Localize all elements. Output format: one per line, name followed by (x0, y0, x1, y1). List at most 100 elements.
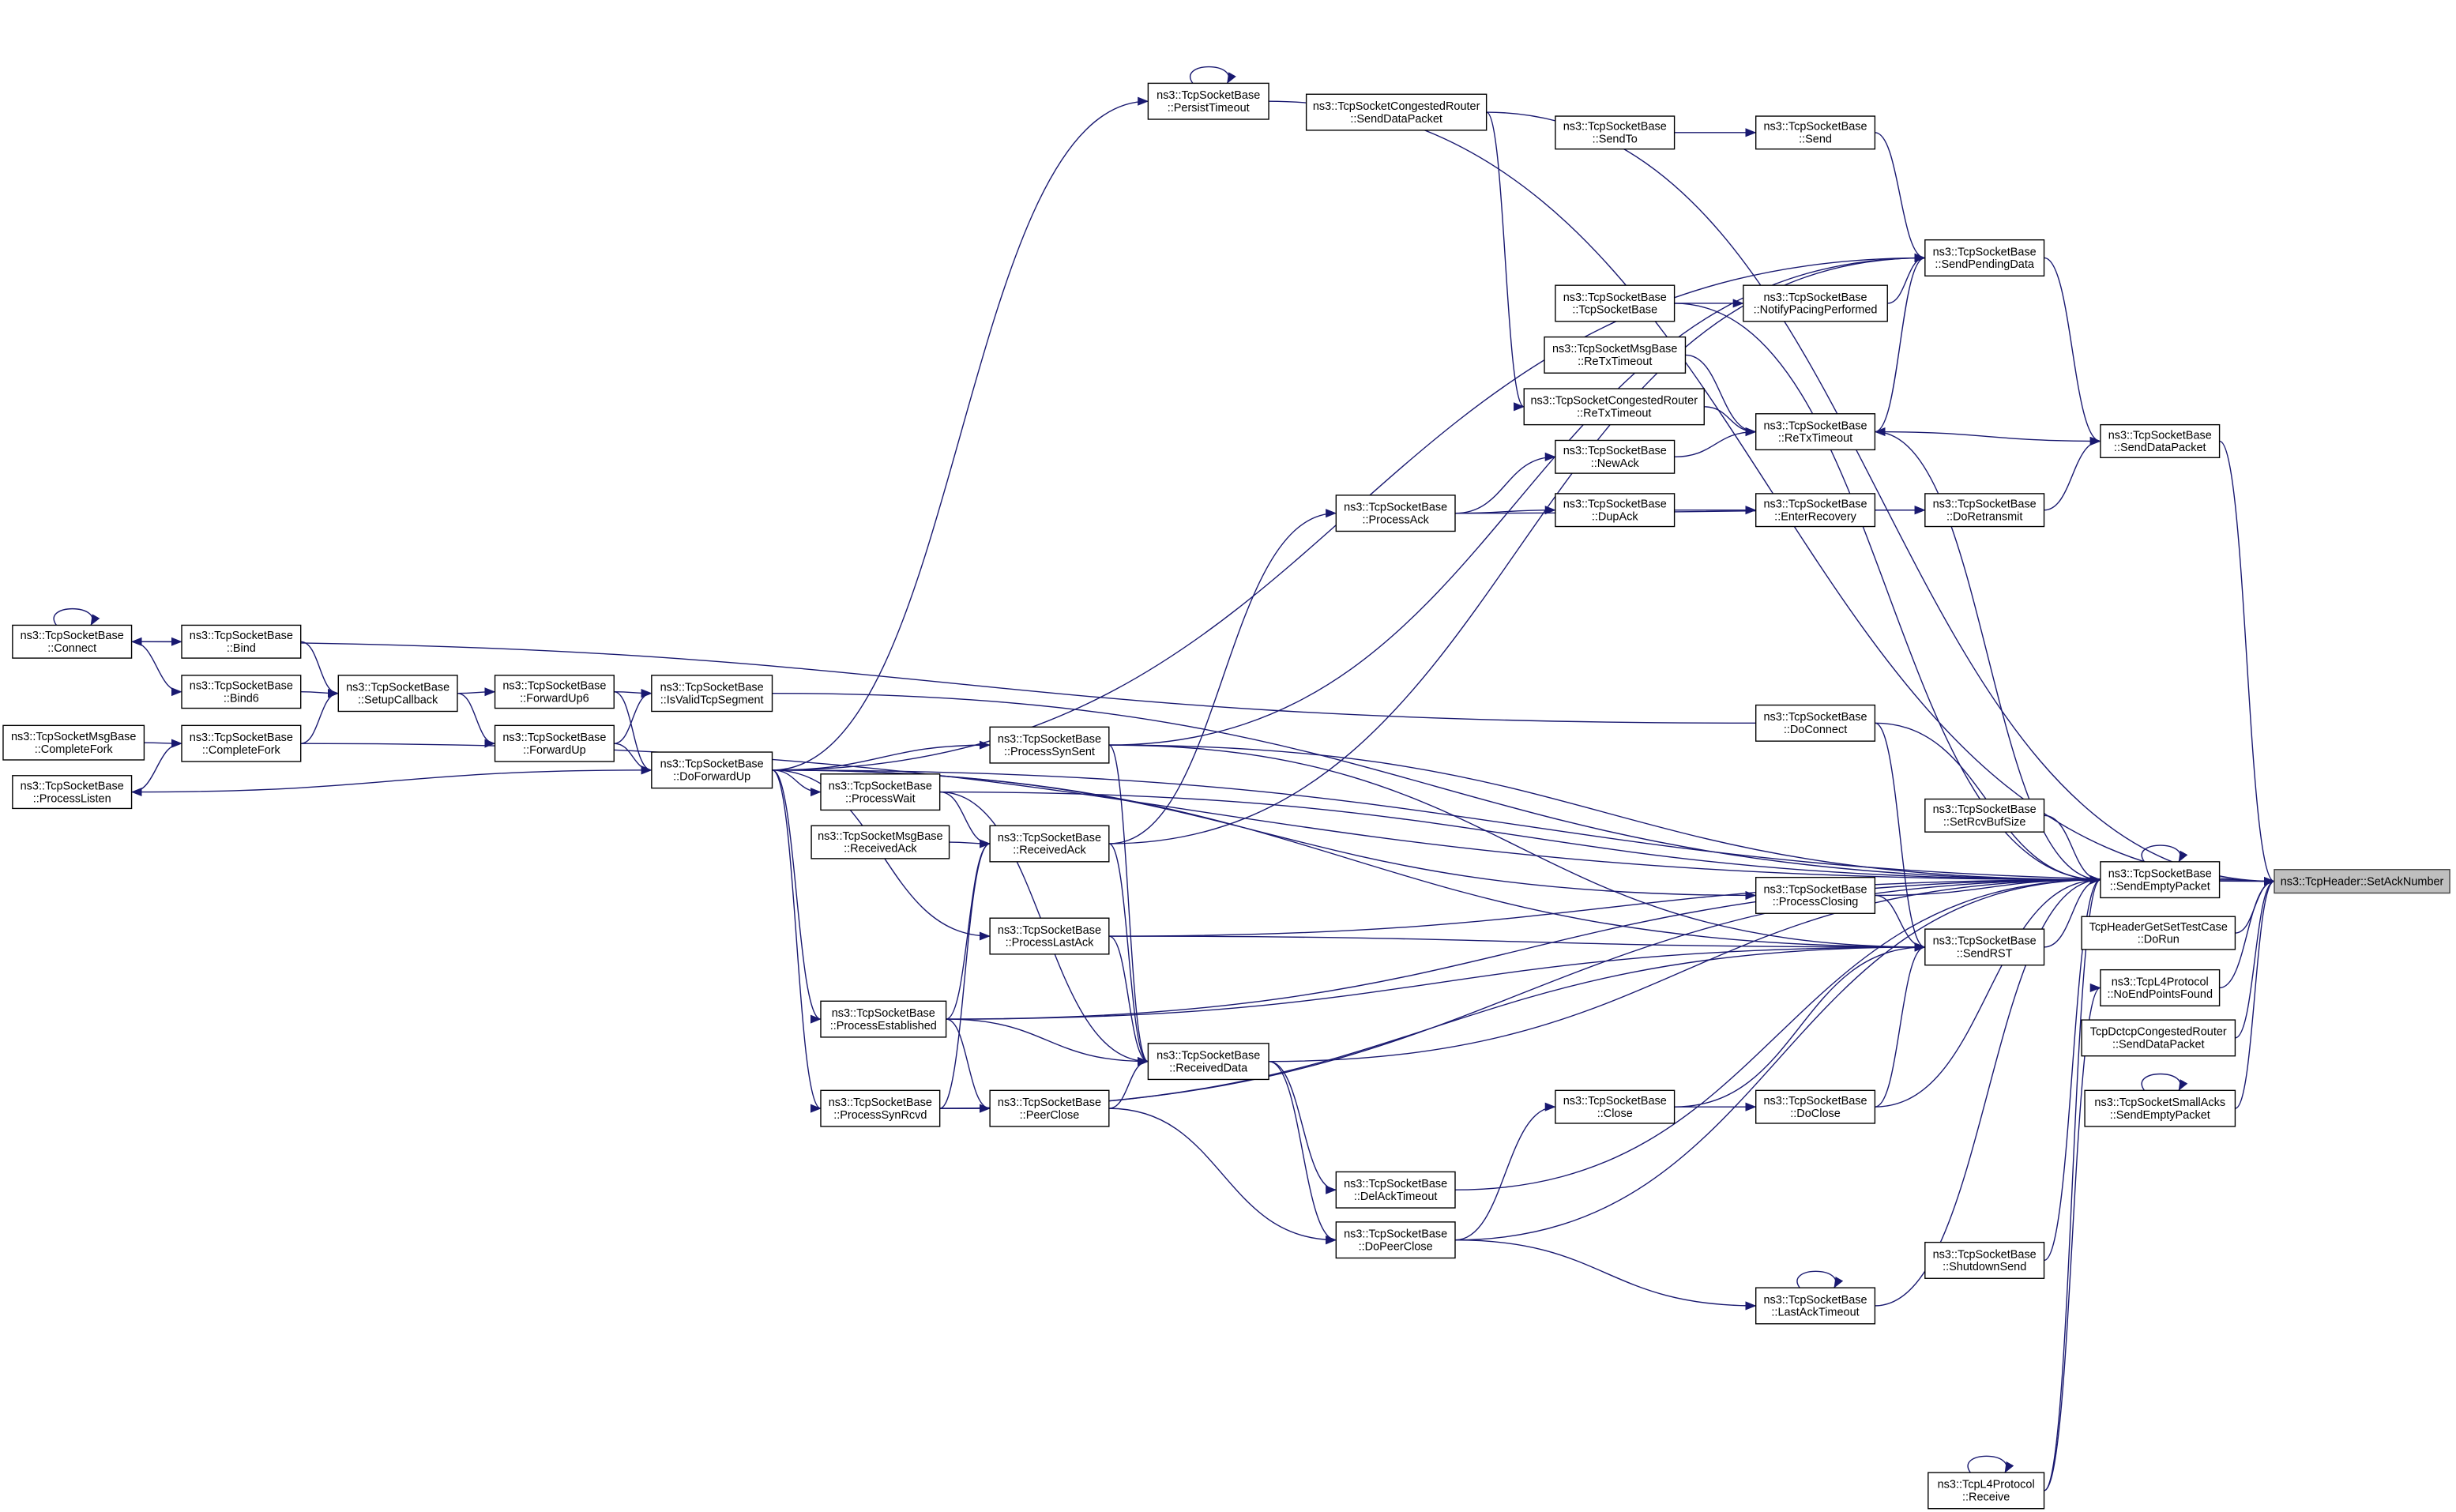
node-label: ::ProcessClosing (1773, 896, 1859, 908)
node-fork[interactable]: ns3::TcpSocketBase::CompleteFork (181, 724, 302, 762)
node-lastack[interactable]: ns3::TcpSocketBase::ProcessLastAck (989, 917, 1110, 955)
node-label: ns3::TcpSocketBase (1933, 1248, 2037, 1261)
node-sendto[interactable]: ns3::TcpSocketBase::SendTo (1555, 115, 1676, 150)
node-dopeerclose[interactable]: ns3::TcpSocketBase::DoPeerClose (1335, 1221, 1456, 1259)
edge-delack-to-sendempty (1455, 875, 2101, 1190)
node-label: ns3::TcpSocketBase (1563, 1095, 1667, 1108)
node-box (1335, 1221, 1456, 1259)
node-close[interactable]: ns3::TcpSocketBase::Close (1555, 1089, 1676, 1124)
node-box (651, 751, 773, 789)
node-label: ::ShutdownSend (1943, 1261, 2026, 1273)
node-recvdata[interactable]: ns3::TcpSocketBase::ReceivedData (1147, 1043, 1269, 1081)
node-label: ::SendDataPacket (1350, 113, 1442, 126)
edge-synsent-to-sendrst (1108, 744, 1926, 952)
node-dctcp[interactable]: TcpDctcpCongestedRouter::SendDataPacket (2081, 1019, 2236, 1057)
node-crsenddata[interactable]: ns3::TcpSocketCongestedRouter::SendDataP… (1305, 93, 1488, 131)
node-smallacks[interactable]: ns3::TcpSocketSmallAcks::SendEmptyPacket (2084, 1089, 2236, 1127)
node-persist[interactable]: ns3::TcpSocketBase::PersistTimeout (1147, 82, 1269, 120)
edge-setupcb-to-fwdup (457, 692, 496, 748)
node-label: ns3::TcpSocketBase (1763, 291, 1867, 304)
node-msgfork[interactable]: ns3::TcpSocketMsgBase::CompleteFork (2, 724, 145, 761)
node-setack[interactable]: ns3::TcpHeader::SetAckNumber (2274, 869, 2450, 894)
node-wait[interactable]: ns3::TcpSocketBase::ProcessWait (820, 773, 941, 811)
edge-fork-to-sendempty (300, 743, 2101, 885)
node-label: ns3::TcpSocketBase (190, 680, 293, 693)
node-box (1755, 1287, 1876, 1325)
node-fwdup[interactable]: ns3::TcpSocketBase::ForwardUp (494, 724, 615, 762)
node-msgrecvack[interactable]: ns3::TcpSocketMsgBase::ReceivedAck (811, 825, 950, 859)
node-box (1924, 1241, 2045, 1279)
node-dupack[interactable]: ns3::TcpSocketBase::DupAck (1555, 493, 1676, 528)
node-peerclose[interactable]: ns3::TcpSocketBase::PeerClose (989, 1089, 1110, 1127)
node-listen[interactable]: ns3::TcpSocketBase::ProcessListen (12, 775, 133, 810)
node-label: ::LastAckTimeout (1771, 1307, 1859, 1319)
node-doclose[interactable]: ns3::TcpSocketBase::DoClose (1755, 1089, 1876, 1124)
node-box (181, 624, 302, 659)
node-dorun[interactable]: TcpHeaderGetSetTestCase::DoRun (2081, 916, 2236, 950)
node-label: ::Receive (1962, 1491, 2010, 1504)
node-msgretx[interactable]: ns3::TcpSocketMsgBase::ReTxTimeout (1544, 336, 1687, 374)
node-label: ns3::TcpSocketBase (660, 682, 764, 694)
edge-senddata-to-retx (1874, 427, 2101, 442)
node-box (181, 724, 302, 762)
node-enterrec[interactable]: ns3::TcpSocketBase::EnterRecovery (1755, 493, 1876, 528)
node-label: ::ProcessSynRcvd (833, 1109, 927, 1122)
node-pacing[interactable]: ns3::TcpSocketBase::NotifyPacingPerforme… (1743, 284, 1888, 322)
node-label: ::SendRST (1957, 948, 2013, 961)
node-box (2100, 969, 2221, 1006)
node-ctor[interactable]: ns3::TcpSocketBase::TcpSocketBase (1555, 284, 1676, 322)
node-label: ::ProcessLastAck (1006, 937, 1095, 950)
node-box (1928, 1472, 2045, 1510)
node-noendpoints[interactable]: ns3::TcpL4Protocol::NoEndPointsFound (2100, 969, 2221, 1006)
node-crretx[interactable]: ns3::TcpSocketCongestedRouter::ReTxTimeo… (1523, 388, 1705, 426)
edge-established-to-recvack (946, 839, 991, 1020)
node-delack[interactable]: ns3::TcpSocketBase::DelAckTimeout (1335, 1171, 1456, 1209)
node-isvalid[interactable]: ns3::TcpSocketBase::IsValidTcpSegment (651, 675, 773, 713)
node-label: ns3::TcpSocketBase (998, 924, 1101, 937)
node-label: ::SendTo (1593, 134, 1638, 146)
node-lastacktimeout[interactable]: ns3::TcpSocketBase::LastAckTimeout (1755, 1287, 1876, 1325)
node-setupcb[interactable]: ns3::TcpSocketBase::SetupCallback (337, 675, 458, 713)
node-label: ::DoPeerClose (1359, 1240, 1433, 1253)
node-bind[interactable]: ns3::TcpSocketBase::Bind (181, 624, 302, 659)
node-rcvbuf[interactable]: ns3::TcpSocketBase::SetRcvBufSize (1924, 798, 2045, 833)
node-bind6[interactable]: ns3::TcpSocketBase::Bind6 (181, 675, 302, 709)
node-processack[interactable]: ns3::TcpSocketBase::ProcessAck (1335, 495, 1456, 532)
node-label: TcpHeaderGetSetTestCase (2089, 921, 2228, 934)
node-label: ::Close (1597, 1108, 1633, 1120)
edge-dofwdup-to-synsent (772, 740, 991, 771)
node-senddata[interactable]: ns3::TcpSocketBase::SendDataPacket (2100, 423, 2221, 458)
edge-established-to-peerclose (946, 1018, 991, 1113)
node-newack[interactable]: ns3::TcpSocketBase::NewAck (1555, 439, 1676, 474)
node-label: ns3::TcpSocketBase (1763, 419, 1867, 432)
node-connect[interactable]: ns3::TcpSocketBase::Connect (12, 624, 133, 659)
node-label: ::NotifyPacingPerformed (1754, 304, 1878, 317)
node-receive[interactable]: ns3::TcpL4Protocol::Receive (1928, 1472, 2045, 1510)
node-retx[interactable]: ns3::TcpSocketBase::ReTxTimeout (1755, 413, 1876, 451)
node-doretx[interactable]: ns3::TcpSocketBase::DoRetransmit (1924, 493, 2045, 528)
edge-dopeerclose-to-sendempty (1455, 875, 2101, 1241)
node-label: ::ProcessSynSent (1004, 746, 1095, 758)
node-doconnect[interactable]: ns3::TcpSocketBase::DoConnect (1755, 704, 1876, 742)
node-sendempty[interactable]: ns3::TcpSocketBase::SendEmptyPacket (2100, 861, 2221, 899)
node-box (2274, 869, 2450, 894)
node-synrcvd[interactable]: ns3::TcpSocketBase::ProcessSynRcvd (820, 1089, 941, 1127)
node-shutdown[interactable]: ns3::TcpSocketBase::ShutdownSend (1924, 1241, 2045, 1279)
node-box (12, 775, 133, 810)
node-dofwdup[interactable]: ns3::TcpSocketBase::DoForwardUp (651, 751, 773, 789)
node-label: ::DoRetransmit (1946, 510, 2022, 523)
node-label: ns3::TcpSocketBase (1763, 1294, 1867, 1307)
node-closing[interactable]: ns3::TcpSocketBase::ProcessClosing (1755, 876, 1876, 914)
node-label: ::ForwardUp (523, 744, 586, 757)
node-label: ns3::TcpSocketSmallAcks (2094, 1096, 2225, 1109)
node-label: ns3::TcpSocketBase (190, 630, 293, 642)
node-sendpending[interactable]: ns3::TcpSocketBase::SendPendingData (1924, 239, 2045, 276)
node-sendrst[interactable]: ns3::TcpSocketBase::SendRST (1924, 928, 2045, 966)
edge-receive-to-sendempty (2044, 875, 2101, 1491)
edge-doconnect-to-sendrst (1875, 722, 1926, 952)
node-send[interactable]: ns3::TcpSocketBase::Send (1755, 115, 1876, 150)
node-fwdup6[interactable]: ns3::TcpSocketBase::ForwardUp6 (494, 675, 615, 709)
node-established[interactable]: ns3::TcpSocketBase::ProcessEstablished (820, 1000, 947, 1038)
node-recvack[interactable]: ns3::TcpSocketBase::ReceivedAck (989, 825, 1110, 863)
node-synsent[interactable]: ns3::TcpSocketBase::ProcessSynSent (989, 726, 1110, 764)
